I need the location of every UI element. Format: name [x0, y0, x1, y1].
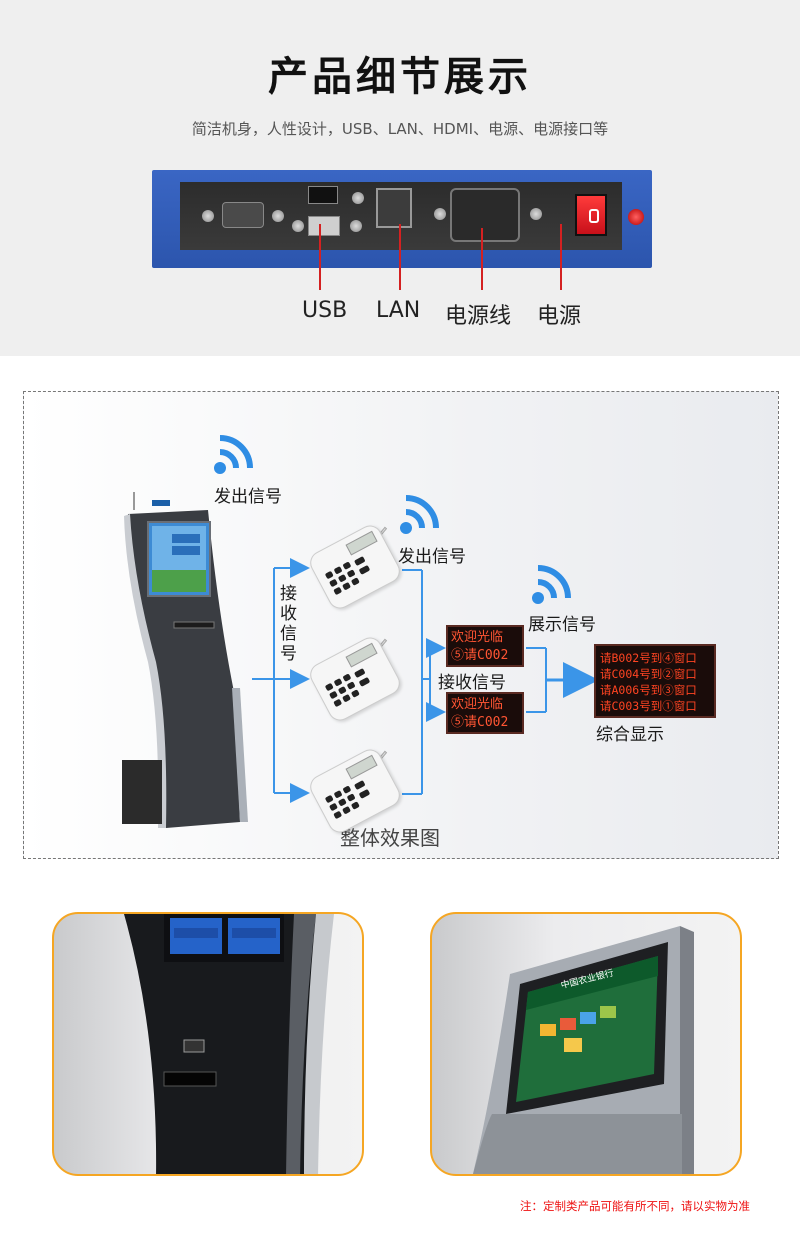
send-signal-label-2: 发出信号 [398, 547, 466, 567]
disclaimer-note: 注：定制类产品可能有所不同，请以实物为准 [520, 1199, 750, 1213]
page-subtitle: 简洁机身，人性设计，USB、LAN、HDMI、电源、电源接口等 [191, 120, 609, 138]
receive-signal-label: 接收信号 [438, 673, 506, 693]
queue-kiosk [122, 492, 248, 828]
wireless-pager-2 [306, 633, 404, 725]
product-detail-section: 产品细节展示 简洁机身，人性设计，USB、LAN、HDMI、电源、电源接口等 [0, 0, 800, 356]
connector-arrows [252, 558, 599, 803]
wireless-pager-3 [306, 745, 404, 837]
screw-icon [292, 220, 304, 232]
kiosk-front-photo [124, 914, 334, 1174]
hdmi-port [308, 186, 338, 204]
power-callout-line [560, 224, 562, 290]
receive-signal-vertical-label: 接 收 信 号 [280, 584, 297, 664]
led-window-display-1: 欢迎光临 ⑤请C002 [446, 625, 524, 667]
lan-port [376, 188, 412, 228]
screw-icon [352, 192, 364, 204]
screw-icon [434, 208, 446, 220]
send-signal-label-1: 发出信号 [214, 487, 282, 507]
wifi-signal-icon [214, 435, 253, 474]
screw-icon [272, 210, 284, 222]
combined-display-label: 综合显示 [596, 725, 664, 745]
screw-icon [202, 210, 214, 222]
page-title: 产品细节展示 [268, 54, 532, 100]
screw-icon [530, 208, 542, 220]
lan-label: LAN [376, 298, 421, 323]
kiosk-front-closeup [52, 912, 364, 1176]
vga-port [222, 202, 264, 228]
usb-port [308, 216, 340, 236]
kiosk-screen-photo [472, 926, 694, 1174]
display-signal-label: 展示信号 [528, 615, 596, 635]
power-switch [575, 194, 607, 236]
power-indicator [628, 209, 644, 225]
lan-callout-line [399, 224, 401, 290]
power-cable-callout-line [481, 228, 483, 290]
overall-effect-caption: 整体效果图 [340, 826, 440, 850]
usb-callout-line [319, 224, 321, 290]
combined-led-display: 请B002号到④窗口 请C004号到②窗口 请A006号到③窗口 请C003号到… [594, 644, 716, 718]
wifi-signal-icon [400, 495, 439, 534]
wifi-signal-icon [532, 565, 571, 604]
usb-label: USB [302, 298, 348, 323]
power-socket [450, 188, 520, 242]
led-window-display-2: 欢迎光临 ⑤请C002 [446, 692, 524, 734]
wireless-pager-1 [306, 521, 404, 613]
screw-icon [350, 220, 362, 232]
port-panel-photo [152, 170, 652, 268]
port-panel-plate [180, 182, 644, 250]
power-label: 电源 [537, 304, 582, 329]
system-diagram: 发出信号 发出信号 接 收 信 号 接收信号 展示信号 综合显示 整体效果图 [23, 391, 779, 859]
kiosk-screen-closeup: 中国农业银行 [430, 912, 742, 1176]
power-cable-label: 电源线 [445, 304, 512, 329]
